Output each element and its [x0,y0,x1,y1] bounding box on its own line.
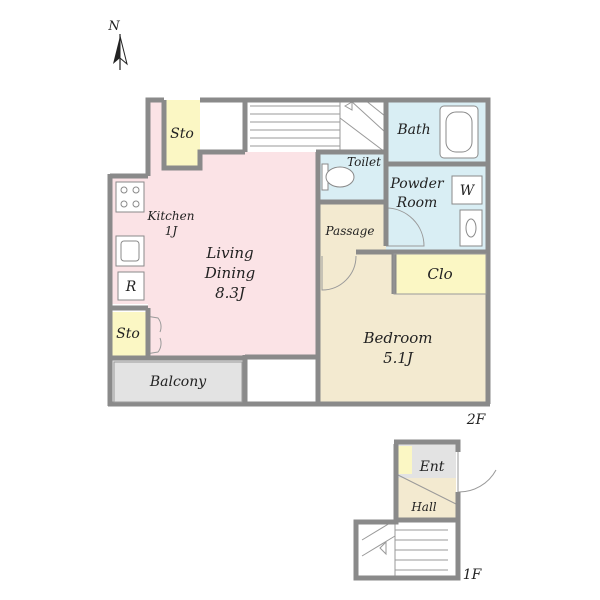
compass-label: N [107,19,120,34]
fridge-space-icon [117,271,145,301]
kitchen-label-1: Kitchen [147,209,195,223]
living-label-1: Living [205,244,253,262]
storage-top-label: Sto [170,126,194,142]
floor-2f-label: 2F [466,412,487,428]
stair-1f-area [356,520,456,576]
washer-space-icon [451,175,483,205]
door-swings [145,207,425,355]
bath-label: Bath [396,122,430,138]
living-label-3: 8.3J [215,284,246,302]
passage-label: Passage [325,224,375,238]
storage-bottom-area [110,312,146,358]
north-arrow-icon: N [107,19,128,70]
kitchen-sink-icon [115,235,145,267]
walls-1f [353,439,461,581]
balcony-label: Balcony [149,374,207,390]
living-label-2: Dining [204,264,256,282]
hall-label: Hall [410,500,436,514]
passage-area [318,202,386,252]
second-floor [107,97,491,407]
washer-label: W [460,183,476,199]
bedroom-label-2: 5.1J [383,349,414,367]
bedroom-label-1: Bedroom [363,329,433,347]
kitchen-label-2: 1J [165,224,179,238]
balcony-area [110,360,245,404]
stairs [250,99,386,153]
fridge-label: R [125,279,137,295]
entrance-door-swing [457,450,497,493]
entrance-label: Ent [419,459,445,475]
living-dining-area [148,100,318,404]
closet-area [394,254,486,294]
shoe-storage-area [398,446,412,474]
storage-top-area [164,100,200,168]
toilet-label: Toilet [347,155,381,169]
powder-room-label-2: Room [396,195,438,211]
walls-2f [107,97,491,407]
wash-basin-icon [459,209,483,247]
first-floor [353,439,497,581]
toilet-icon [321,163,355,191]
powder-room-label-1: Powder [389,176,445,192]
bedroom-area [318,252,486,404]
floor-1f-label: 1F [463,567,483,583]
stove-icon [115,181,145,213]
closet-label: Clo [427,265,452,283]
storage-bottom-label: Sto [116,326,140,342]
stair-area [245,100,385,152]
